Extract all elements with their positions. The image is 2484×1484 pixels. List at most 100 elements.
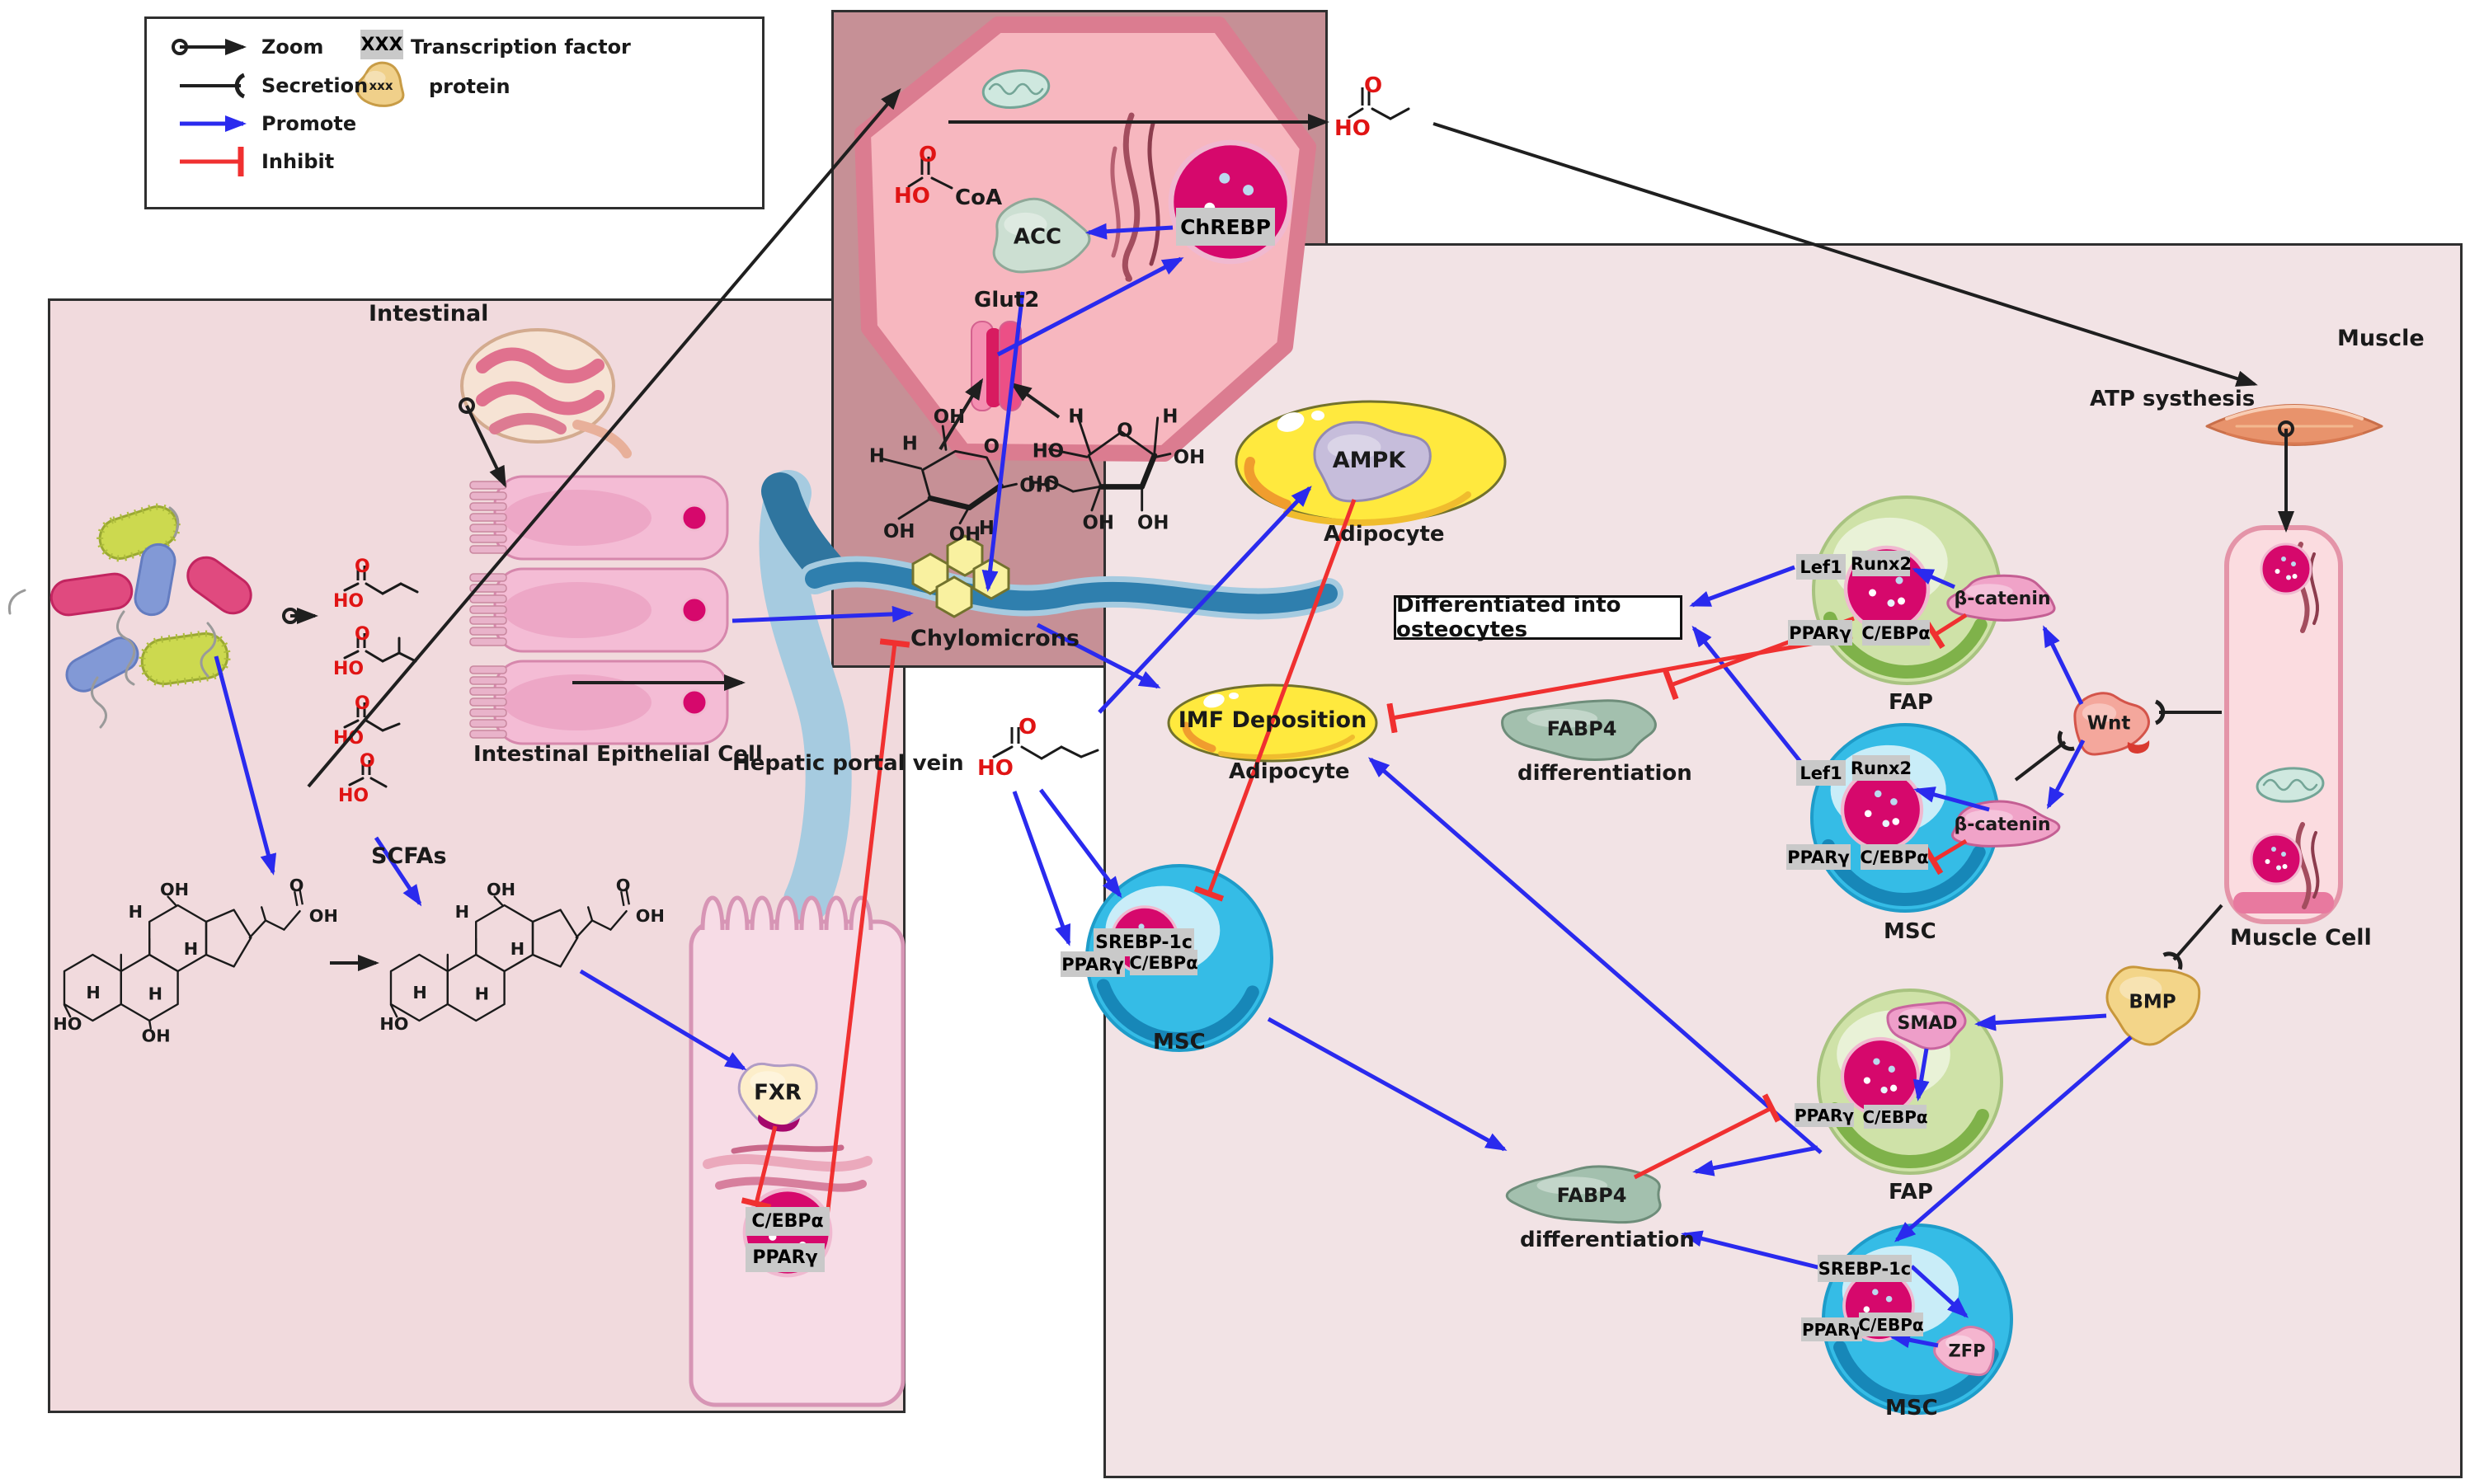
- svg-text:OH: OH: [309, 906, 338, 926]
- nucleus-icon: [1840, 1036, 1921, 1117]
- svg-text:O: O: [919, 143, 937, 167]
- villi-icon: [700, 895, 873, 931]
- intestine-coil: [476, 347, 605, 383]
- label-hepatic-portal-vein: Hepatic portal vein: [732, 751, 964, 776]
- butyrate-structure: OHO: [977, 715, 1099, 781]
- svg-text:O: O: [616, 876, 631, 895]
- label-acc: ACC: [1013, 224, 1062, 250]
- flagella-icon: [116, 610, 136, 686]
- label-glut2: Glut2: [974, 288, 1040, 312]
- tfbox-cebpa-fap: C/EBPα: [1861, 620, 1931, 646]
- svg-text:HO: HO: [1334, 116, 1371, 141]
- chylomicrons-to-imf-arrow: [1036, 622, 1161, 689]
- tfbox-pparg-mscbottom: PPARγ: [1801, 1317, 1862, 1341]
- acetate-structure: OHO: [1334, 73, 1410, 141]
- svg-text:HO: HO: [1033, 440, 1064, 462]
- svg-text:H: H: [869, 446, 885, 467]
- svg-text:H: H: [979, 518, 995, 539]
- legend-protein-icon: [355, 61, 405, 107]
- bileacid-to-fxr-arrow: [579, 969, 747, 1071]
- smad-protein: [1886, 1001, 1967, 1050]
- adipocyte-shine: [1277, 412, 1305, 432]
- scfas-to-hepatocyte-arrow: [307, 87, 901, 788]
- label-msc-left: MSC: [1153, 1030, 1206, 1054]
- flagella-icon: [168, 506, 180, 538]
- label-msc-middle: MSC: [1884, 919, 1936, 944]
- faptop-to-osteocytes-arrow: [1689, 565, 1795, 608]
- glut2-to-chrebp-arrow: [996, 256, 1184, 357]
- portal-vein-branch-core: [805, 561, 1338, 614]
- tfbox-pparg-left: PPARγ: [1061, 951, 1125, 977]
- svg-text:H: H: [412, 983, 426, 1003]
- adipocyte-sheen: [1182, 721, 1216, 753]
- msc-wnt-secretion: [2014, 730, 2075, 782]
- acc-protein: [992, 197, 1091, 274]
- fabp4-protein-top: [1501, 699, 1657, 761]
- tfbox-cebpa-fxr: C/EBPα: [746, 1207, 830, 1236]
- nucleus-icon: [2250, 833, 2303, 885]
- tfbox-cebpa-fapbottom: C/EBPα: [1862, 1105, 1928, 1129]
- svg-text:H: H: [184, 939, 198, 959]
- label-intestinal-epithelial-cell: Intestinal Epithelial Cell: [473, 742, 763, 767]
- fapbottom-to-fabp4-arrow: [1692, 1145, 1818, 1176]
- bacterium-blue: [134, 542, 176, 617]
- legend-tf-symbol: XXX: [360, 30, 403, 59]
- label-chylomicrons: Chylomicrons: [910, 626, 1080, 651]
- glucose-to-glut2-arrow: [939, 378, 984, 451]
- tfbox-pparg-fap: PPARγ: [1788, 620, 1852, 646]
- er-icon: [731, 1144, 844, 1154]
- butyrate-to-srebp1c-arrow: [1039, 788, 1122, 899]
- svg-text:O: O: [1117, 420, 1132, 442]
- adipocyte-sheen: [1218, 735, 1355, 760]
- adipocyte-shine: [1311, 411, 1324, 420]
- legend-label-inhibit: Inhibit: [261, 150, 335, 173]
- acc-to-chylomicrons-arrow: [981, 291, 1025, 592]
- label-zfp: ZFP: [1948, 1341, 1986, 1361]
- bcatenin-to-runx2-fap-arrow: [1912, 567, 1956, 589]
- ampk-inhibit-srebp1c: [1193, 499, 1357, 902]
- mitochondria-cristae: [2262, 778, 2318, 791]
- portal-vein: [759, 470, 852, 923]
- svg-text:OH: OH: [160, 880, 189, 899]
- svg-text:H: H: [1162, 406, 1178, 428]
- nucleus-icon: [680, 596, 708, 624]
- svg-text:OH: OH: [1174, 447, 1205, 468]
- label-ampk: AMPK: [1332, 448, 1406, 474]
- svg-text:O: O: [355, 624, 370, 645]
- svg-text:HO: HO: [379, 1014, 408, 1034]
- legend-label-protein: protein: [429, 75, 510, 98]
- intestine-zoom-arrow: [459, 397, 506, 488]
- label-fap-top: FAP: [1889, 690, 1933, 715]
- label-intestinal: Intestinal: [369, 301, 489, 326]
- svg-text:O: O: [360, 751, 375, 772]
- flagella-icon: [7, 589, 26, 615]
- butyrate-to-ampk-arrow: [1098, 486, 1312, 714]
- bacterium-magenta: [49, 572, 134, 617]
- flagella-icon: [200, 622, 217, 678]
- fxr-inhibit-chylomicrons: [824, 638, 910, 1224]
- intestinal-epithelial-cell: [469, 567, 729, 653]
- mitochondria-cristae: [988, 82, 1044, 96]
- er-icon: [1122, 112, 1141, 282]
- bcatenin-protein-fap: [1946, 574, 2056, 622]
- legend-label-secretion: Secretion: [261, 74, 369, 97]
- nucleus-icon: [680, 688, 708, 716]
- chrebp-to-acc-arrow: [1085, 223, 1174, 240]
- label-fap-bottom: FAP: [1889, 1180, 1933, 1205]
- svg-text:O: O: [355, 693, 370, 714]
- label-differentiation-bottom: differentiation: [1520, 1228, 1695, 1252]
- bcatenin-inhibit-cebpa-fap: [1924, 613, 1968, 650]
- svg-text:H: H: [129, 902, 143, 922]
- label-msc-bottom: MSC: [1885, 1396, 1938, 1421]
- fabp4-protein-bottom: [1505, 1165, 1662, 1224]
- svg-text:O: O: [1019, 715, 1037, 740]
- svg-text:HO: HO: [894, 184, 930, 209]
- tfbox-lef1-fap: Lef1: [1796, 554, 1846, 580]
- label-muscle-cell: Muscle Cell: [2230, 925, 2372, 951]
- scfa-structure: OHO: [333, 556, 419, 612]
- svg-text:H: H: [510, 939, 525, 959]
